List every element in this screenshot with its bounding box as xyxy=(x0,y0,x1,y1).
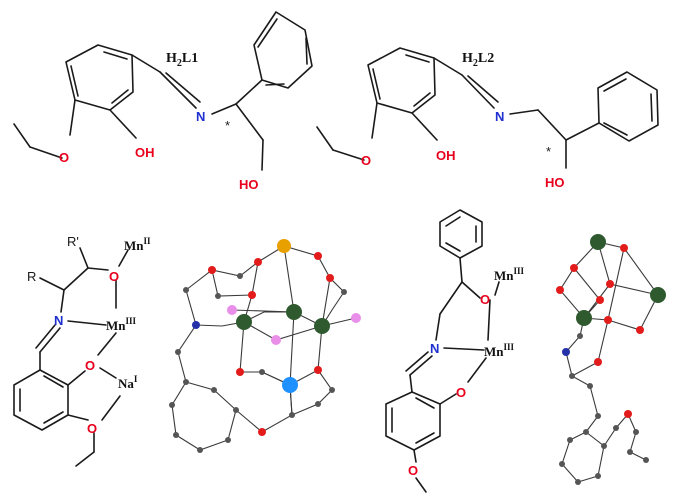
o-atom xyxy=(208,266,216,274)
na-atom xyxy=(277,239,291,253)
mode2-mn-iii-top-label: MnIII xyxy=(494,266,525,283)
h2l1-ho-label: HO xyxy=(239,177,259,192)
h2l1-ether-oxygen: O xyxy=(59,150,69,165)
metal-atom xyxy=(282,377,298,393)
h2l1-phenyl-ring xyxy=(253,11,313,89)
n-atom xyxy=(562,348,570,356)
mn-atom xyxy=(590,234,606,250)
h2l2-imine-nitrogen: N xyxy=(495,109,504,124)
o-atom xyxy=(236,368,244,376)
h2l2-structure: OH O N HO * H2L2 xyxy=(316,47,659,190)
mode2-mn-iii-bottom-label: MnIII xyxy=(484,342,515,359)
h2l2-phenol-ring xyxy=(367,47,436,114)
mode1-na-i-label: NaI xyxy=(118,374,138,391)
mode2-imine-nitrogen: N xyxy=(430,341,439,356)
cl-atom xyxy=(351,313,361,323)
mode1-phenoxo-oxygen: O xyxy=(85,358,95,373)
h2l1-imine-nitrogen: N xyxy=(196,109,205,124)
coordination-mode-1: R R' O N O O MnII MnIII NaI xyxy=(13,234,151,467)
mode2-ether-oxygen: O xyxy=(408,463,418,478)
mode1-r-label: R xyxy=(27,269,36,284)
mn-atom xyxy=(650,287,666,303)
crystal-structure-2 xyxy=(556,234,666,485)
asymmetric-center-star-icon: * xyxy=(225,118,230,133)
mode2-alkoxo-oxygen: O xyxy=(480,292,490,307)
mode1-phenolate-ring xyxy=(13,369,69,431)
o-atom xyxy=(624,410,632,418)
cl-atom xyxy=(227,305,237,315)
h2l1-phenol-ring xyxy=(65,44,134,111)
mode1-rprime-label: R' xyxy=(67,234,79,249)
h2l2-ether-oxygen: O xyxy=(361,153,371,168)
mn-atom xyxy=(314,318,330,334)
h2l1-title: H2L1 xyxy=(166,51,198,69)
crystal-structure-1 xyxy=(169,239,361,453)
mode2-phenoxo-oxygen: O xyxy=(456,385,466,400)
o-atom xyxy=(620,244,628,252)
mn-atom xyxy=(576,310,592,326)
o-atom xyxy=(326,274,334,282)
o-atom xyxy=(636,326,644,334)
h2l2-ho-label: HO xyxy=(545,175,565,190)
o-atom xyxy=(594,358,602,366)
mode1-mn-iii-label: MnIII xyxy=(106,316,137,333)
mode1-mn-ii-label: MnII xyxy=(124,236,151,253)
cl-atom xyxy=(271,335,281,345)
h2l2-phenyl-ring xyxy=(597,71,659,142)
o-atom xyxy=(314,252,322,260)
mode1-ether-oxygen: O xyxy=(87,421,97,436)
mode1-alkoxo-oxygen: O xyxy=(109,269,119,284)
o-atom xyxy=(570,264,578,272)
mode1-imine-nitrogen: N xyxy=(54,313,63,328)
mn-atom xyxy=(236,314,252,330)
o-atom xyxy=(604,316,612,324)
o-atom xyxy=(596,296,604,304)
o-atom xyxy=(314,366,322,374)
h2l1-oh-label: OH xyxy=(135,145,155,160)
asymmetric-center-star-icon: * xyxy=(546,144,551,159)
coordination-mode-2: O N O O MnIII MnIII xyxy=(385,209,525,493)
o-atom xyxy=(248,291,256,299)
mode2-phenyl-ring xyxy=(439,209,483,259)
h2l2-title: H2L2 xyxy=(462,51,494,69)
h2l2-oh-label: OH xyxy=(436,148,456,163)
o-atom xyxy=(606,280,614,288)
mn-atom xyxy=(286,304,302,320)
h2l1-structure: OH O N HO * H2L1 xyxy=(13,11,313,192)
o-atom xyxy=(258,428,266,436)
o-atom xyxy=(556,286,564,294)
n-atom xyxy=(192,321,200,329)
o-atom xyxy=(254,258,262,266)
mode2-phenolate-ring xyxy=(385,391,441,451)
